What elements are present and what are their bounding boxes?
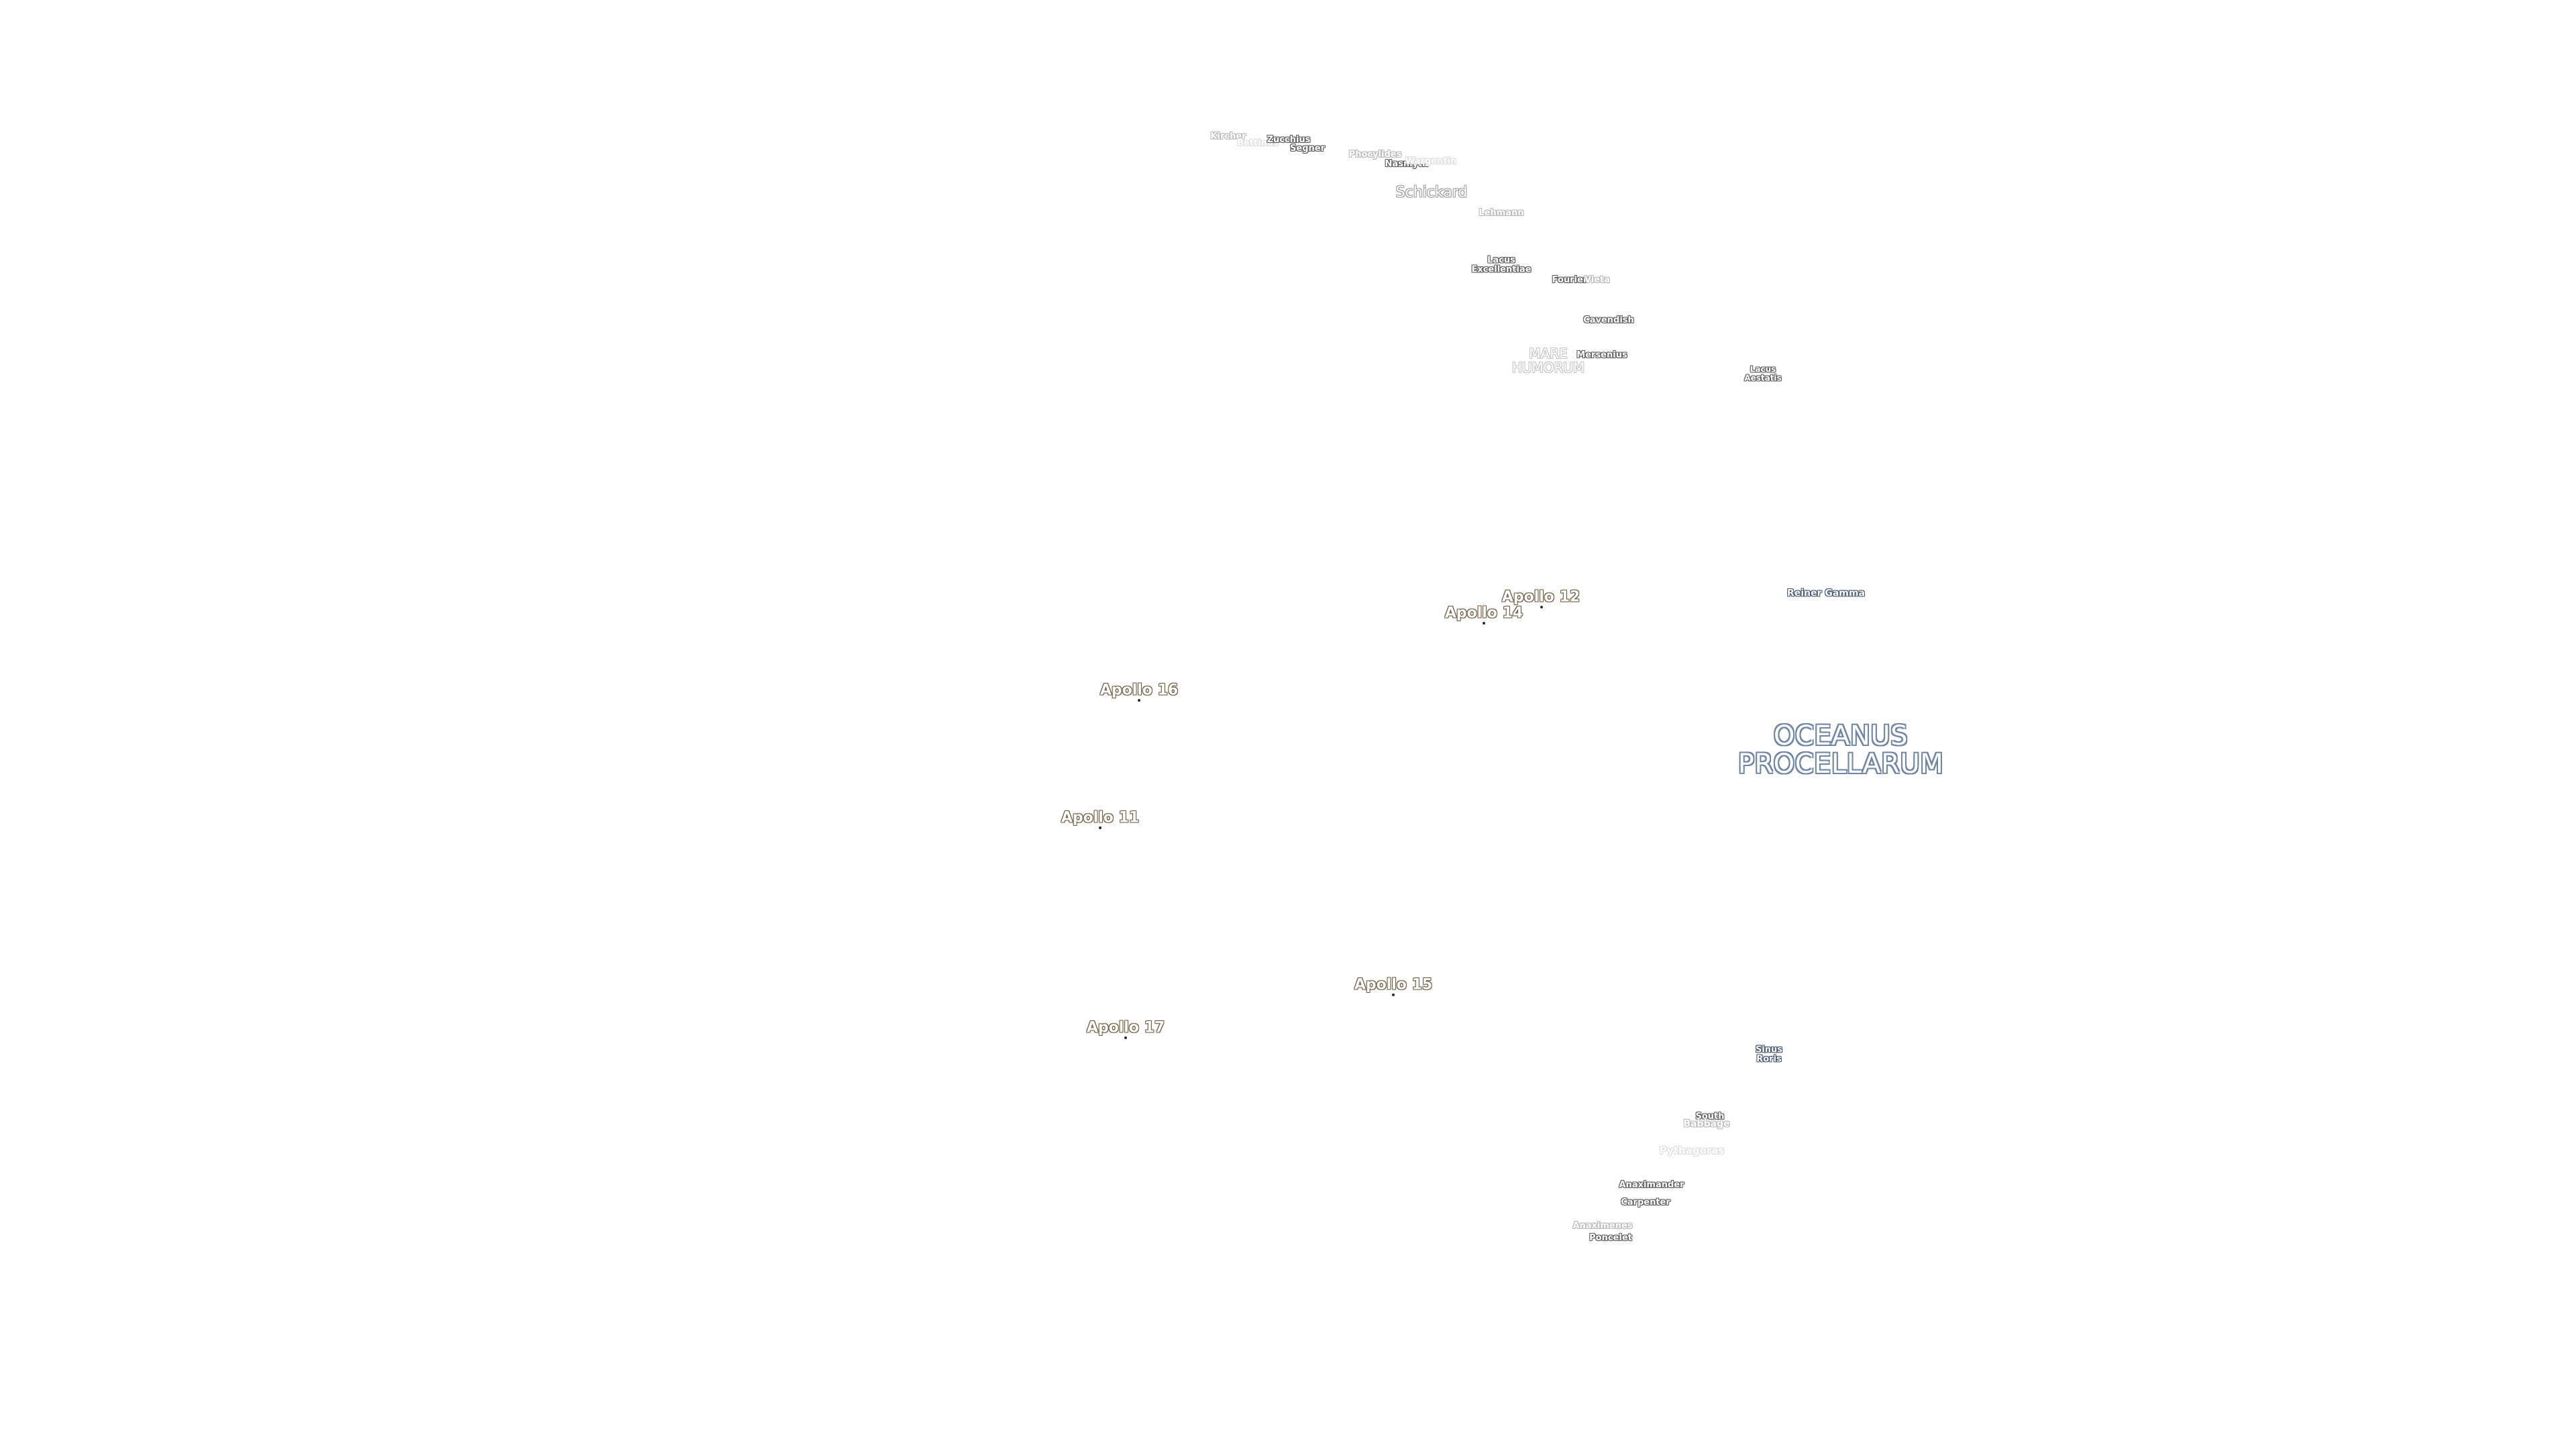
mare-label-humorum[interactable]: MARE HUMORUM bbox=[1511, 345, 1585, 376]
apollo-11-label[interactable]: Apollo 11 bbox=[1061, 809, 1140, 826]
crater-label-anaximander[interactable]: Anaximander bbox=[1619, 1180, 1684, 1191]
apollo-12-label[interactable]: Apollo 12 bbox=[1501, 588, 1580, 606]
apollo-15-site-marker[interactable] bbox=[1392, 994, 1395, 996]
crater-label-anaximenes[interactable]: Anaximenes bbox=[1572, 1221, 1633, 1232]
crater-label-pythagoras[interactable]: Pythagoras bbox=[1659, 1144, 1725, 1157]
apollo-17-site-marker[interactable] bbox=[1124, 1036, 1127, 1039]
lacus-label-excellentiae[interactable]: Lacus Excellentiae bbox=[1471, 255, 1532, 274]
crater-label-wargentin[interactable]: Wargentin bbox=[1405, 156, 1457, 167]
apollo-14-site-marker[interactable] bbox=[1483, 622, 1485, 625]
apollo-16-site-marker[interactable] bbox=[1138, 699, 1140, 702]
crater-label-cavendish[interactable]: Cavendish bbox=[1583, 315, 1634, 326]
feature-label-reiner-gamma[interactable]: Reiner Gamma bbox=[1787, 588, 1865, 599]
crater-label-nasmyth[interactable]: Nasmyth bbox=[1385, 159, 1429, 170]
crater-label-mersenius[interactable]: Mersenius bbox=[1576, 350, 1627, 361]
crater-label-babbage[interactable]: Babbage bbox=[1683, 1118, 1730, 1130]
crater-label-zucchius[interactable]: Zucchius bbox=[1267, 135, 1311, 146]
crater-label-south[interactable]: South bbox=[1695, 1112, 1725, 1122]
crater-label-lehmann[interactable]: Lehmann bbox=[1479, 208, 1524, 219]
crater-label-kircher[interactable]: Kircher bbox=[1210, 131, 1246, 142]
apollo-15-label[interactable]: Apollo 15 bbox=[1354, 976, 1433, 994]
crater-label-poncelet[interactable]: Poncelet bbox=[1589, 1233, 1632, 1244]
crater-label-carpenter[interactable]: Carpenter bbox=[1621, 1197, 1670, 1208]
apollo-14-label[interactable]: Apollo 14 bbox=[1444, 604, 1523, 622]
apollo-16-label[interactable]: Apollo 16 bbox=[1099, 682, 1179, 699]
ocean-label-procellarum[interactable]: OCEANUS PROCELLARUM bbox=[1737, 720, 1944, 780]
crater-label-fourier[interactable]: Fourier bbox=[1552, 275, 1588, 286]
crater-label-phocylides[interactable]: Phocylides bbox=[1348, 150, 1402, 160]
apollo-12-site-marker[interactable] bbox=[1540, 606, 1543, 608]
crater-label-schickard[interactable]: Schickard bbox=[1395, 184, 1468, 201]
apollo-17-label[interactable]: Apollo 17 bbox=[1086, 1019, 1165, 1036]
sinus-label-roris[interactable]: Sinus Roris bbox=[1755, 1044, 1783, 1064]
lacus-label-aestatis[interactable]: Lacus Aestatis bbox=[1744, 364, 1782, 382]
crater-label-bettinus[interactable]: Bettinus bbox=[1237, 138, 1279, 149]
crater-label-vieta[interactable]: Vieta bbox=[1584, 275, 1611, 286]
crater-label-segner[interactable]: Segner bbox=[1290, 144, 1325, 154]
apollo-11-site-marker[interactable] bbox=[1099, 826, 1102, 829]
